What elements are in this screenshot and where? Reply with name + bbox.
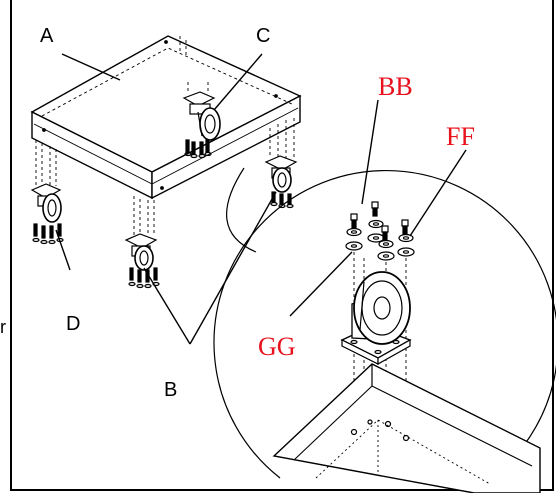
leader-b-front: [143, 267, 191, 345]
caster-left: [30, 183, 62, 223]
diagram-frame: [10, 0, 554, 491]
leader-bb: [361, 99, 379, 205]
leader-b-right: [189, 191, 277, 345]
caster-right: [264, 155, 298, 193]
detail-box-corner: [272, 363, 541, 493]
screws-top: [184, 139, 212, 159]
label-b: B: [164, 379, 178, 401]
detail-callout: [213, 167, 556, 479]
label-d: D: [66, 313, 81, 335]
label-edge-fragment: r: [0, 317, 6, 337]
caster-top: [182, 91, 221, 141]
leader-ff: [409, 149, 467, 237]
label-gg: GG: [258, 332, 296, 361]
detail-caster: [340, 271, 412, 366]
leader-c: [213, 53, 263, 111]
leader-gg: [289, 251, 353, 317]
detail-hardware: [345, 201, 415, 261]
label-a: A: [40, 25, 54, 47]
leader-d: [55, 229, 71, 271]
alignment-lines: [35, 82, 295, 236]
leader-lines: [55, 53, 467, 345]
label-ff: FF: [446, 122, 475, 151]
label-bb: BB: [378, 72, 413, 101]
leader-a: [61, 53, 121, 81]
caster-front: [124, 233, 158, 271]
screws-left: [32, 223, 64, 245]
label-c: C: [256, 25, 271, 47]
cabinet-body: [30, 35, 302, 200]
